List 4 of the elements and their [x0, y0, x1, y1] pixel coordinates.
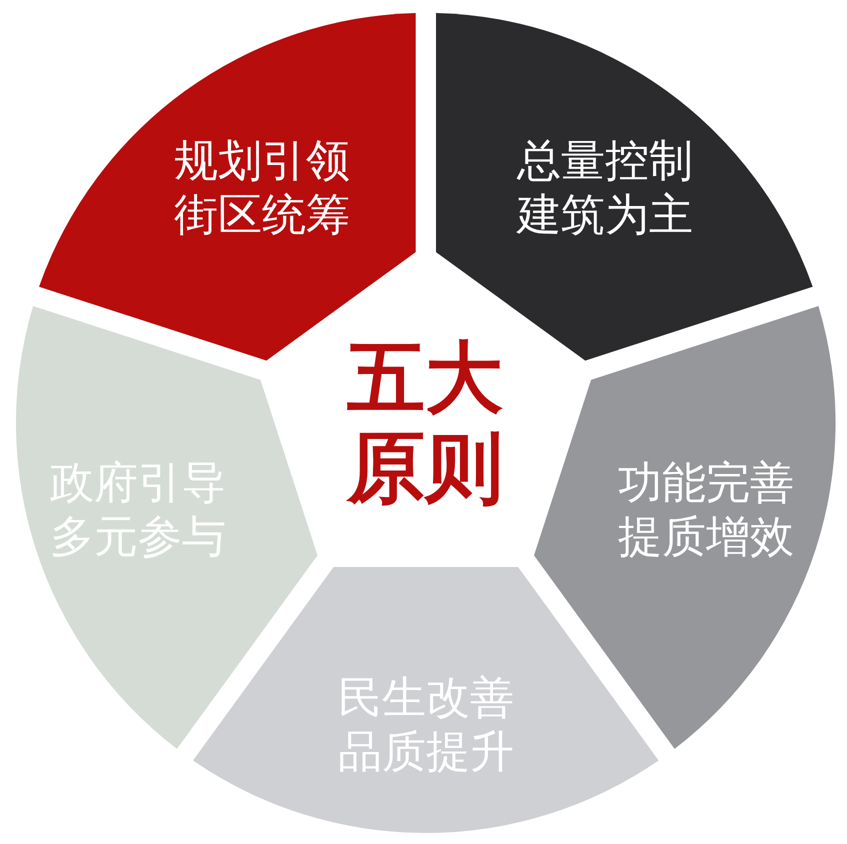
- center-title: 五大原则: [347, 334, 503, 514]
- segment-label: 总量控制建筑为主: [517, 134, 693, 242]
- segment-label: 规划引领街区统筹: [174, 134, 350, 242]
- segment-label: 功能完善提质增效: [618, 456, 794, 564]
